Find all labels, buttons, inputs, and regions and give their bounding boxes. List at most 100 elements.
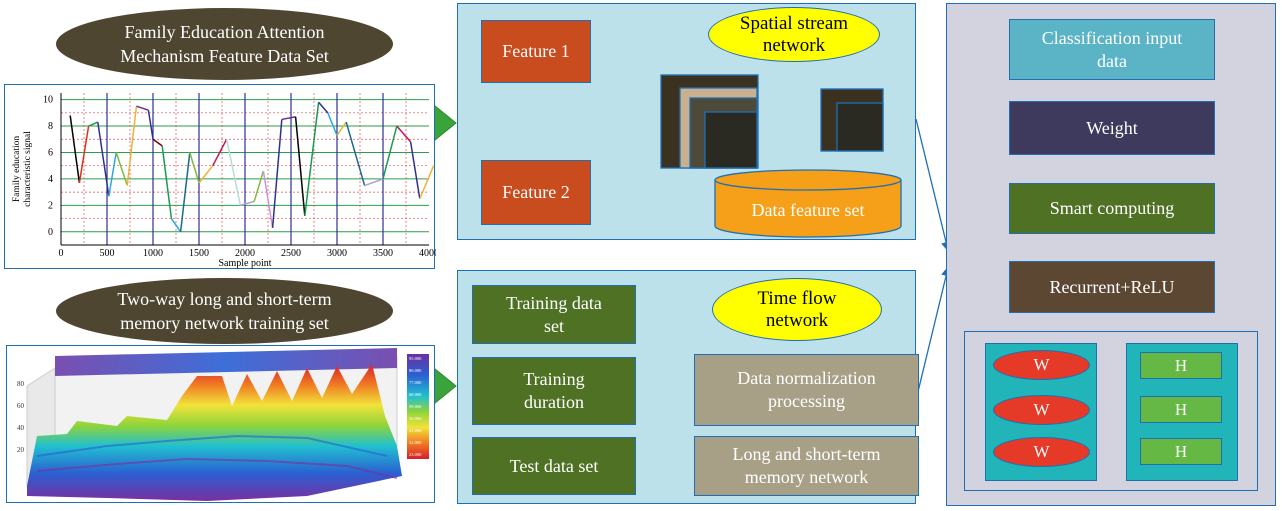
recurrent-relu-box: Recurrent+ReLU [1009, 261, 1215, 313]
data-series-line [212, 138, 228, 167]
weight-label: Weight [1086, 117, 1138, 138]
surface-ytick: 60 [17, 402, 25, 410]
h-node: H [1140, 396, 1222, 423]
connector-top-to-right [915, 118, 951, 252]
feature-dataset-title: Family Education Attention Mechanism Fea… [56, 8, 393, 80]
weight-box: Weight [1009, 101, 1215, 155]
training-data-line1: Training data [506, 292, 602, 313]
recurrent-relu-label: Recurrent+ReLU [1049, 276, 1175, 297]
test-data-label: Test data set [509, 455, 599, 476]
data-series-line [262, 170, 274, 228]
data-series-line [345, 121, 366, 186]
data-series-line [281, 116, 296, 121]
y-tick-label: 2 [48, 200, 53, 211]
lstm-line1: Long and short-term [732, 444, 881, 464]
surface-ytick: 20 [17, 446, 25, 454]
data-series-line [396, 125, 412, 143]
colorbar-label: 32.000 [409, 440, 422, 445]
surface-plot-svg: 80 60 40 20 95.00086.00077.00068.00059.0… [17, 348, 429, 501]
x-tick-label: 1000 [143, 248, 163, 259]
y-tick-label: 0 [48, 227, 53, 238]
training-duration-box: Training duration [472, 357, 636, 425]
training-duration-line2: duration [523, 392, 584, 412]
w-node: W [993, 437, 1090, 467]
w-node: W [993, 350, 1090, 380]
colorbar-label: 59.000 [409, 404, 422, 409]
data-series-line [115, 152, 128, 186]
y-tick-label: 10 [43, 95, 53, 106]
data-series-line [253, 170, 265, 202]
connector-bottom-to-right [915, 266, 951, 401]
x-tick-label: 3000 [327, 248, 347, 259]
classification-input-box: Classification input data [1009, 19, 1215, 80]
data-feature-set-cylinder [714, 169, 902, 238]
feature-dataset-title-line1: Family Education Attention [124, 22, 325, 42]
h-node: H [1140, 352, 1222, 379]
surface-ytick: 40 [17, 424, 25, 432]
x-tick-label: 500 [100, 248, 115, 259]
data-series-line [69, 115, 81, 183]
data-series-line [170, 218, 182, 233]
y-tick-label: 4 [48, 174, 53, 185]
training-duration-line1: Training [523, 369, 585, 389]
y-axis-label: Family education [12, 136, 22, 202]
lstm-line2: memory network [744, 467, 869, 487]
signal-line-chart: 050010001500200025003000350040000246810S… [4, 84, 439, 269]
data-series-line [152, 138, 163, 147]
data-series-line [364, 178, 384, 187]
data-series-line [419, 165, 435, 200]
data-series-line [271, 119, 283, 228]
training-set-title: Two-way long and short-term memory netwo… [56, 278, 393, 344]
colorbar-label: 68.000 [409, 392, 422, 397]
spatial-stream-line2: network [762, 34, 826, 56]
training-set-title-line2: memory network training set [120, 313, 329, 333]
classification-line2: data [1097, 50, 1127, 71]
feature-dataset-title-line2: Mechanism Feature Data Set [120, 46, 329, 66]
data-series-line [294, 116, 306, 216]
x-tick-label: 2000 [235, 248, 255, 259]
colorbar-label: 95.000 [409, 356, 422, 361]
data-series-line [126, 106, 138, 186]
pooled-feature-square [820, 88, 884, 152]
feature2-box: Feature 2 [481, 160, 591, 225]
x-tick-label: 3500 [373, 248, 393, 259]
colorbar-label: 23.000 [409, 452, 422, 457]
colorbar-label: 77.000 [409, 380, 422, 385]
data-series-line [336, 121, 347, 136]
time-flow-line2: network [765, 309, 829, 331]
data-normalization-box: Data normalization processing [694, 354, 919, 426]
feature2-label: Feature 2 [502, 182, 570, 202]
test-data-set-box: Test data set [472, 437, 636, 495]
data-series-line [304, 102, 320, 217]
surface-ytick: 80 [17, 380, 25, 388]
normalization-line1: Data normalization [737, 368, 876, 388]
y-tick-label: 8 [48, 121, 53, 132]
data-series-line [382, 125, 398, 180]
colorbar-label: 41.000 [409, 428, 422, 433]
spatial-stream-network-ellipse: Spatial stream network [708, 7, 880, 62]
colorbar [407, 354, 429, 459]
x-tick-label: 2500 [281, 248, 301, 259]
data-series-line [318, 101, 329, 114]
h-node: H [1140, 438, 1222, 465]
data-series-line [97, 121, 110, 197]
data-series-line [78, 125, 90, 183]
data-series-line [189, 152, 200, 184]
spatial-stream-line1: Spatial stream [739, 12, 849, 34]
time-flow-network-ellipse: Time flow network [712, 278, 882, 341]
data-series-line [240, 200, 255, 207]
colorbar-label: 50.000 [409, 416, 422, 421]
feature1-label: Feature 1 [502, 41, 570, 61]
training-data-line2: set [543, 315, 564, 336]
time-flow-line1: Time flow [757, 287, 837, 309]
normalization-line2: processing [768, 391, 845, 411]
signal-line-chart-svg: 050010001500200025003000350040000246810S… [12, 93, 439, 269]
data-series-line [327, 112, 338, 136]
smart-computing-label: Smart computing [1049, 198, 1175, 218]
training-set-title-line1: Two-way long and short-term [117, 289, 332, 309]
x-axis-label: Sample point [218, 258, 271, 269]
lstm-network-box: Long and short-term memory network [694, 436, 919, 496]
smart-computing-box: Smart computing [1009, 183, 1215, 234]
